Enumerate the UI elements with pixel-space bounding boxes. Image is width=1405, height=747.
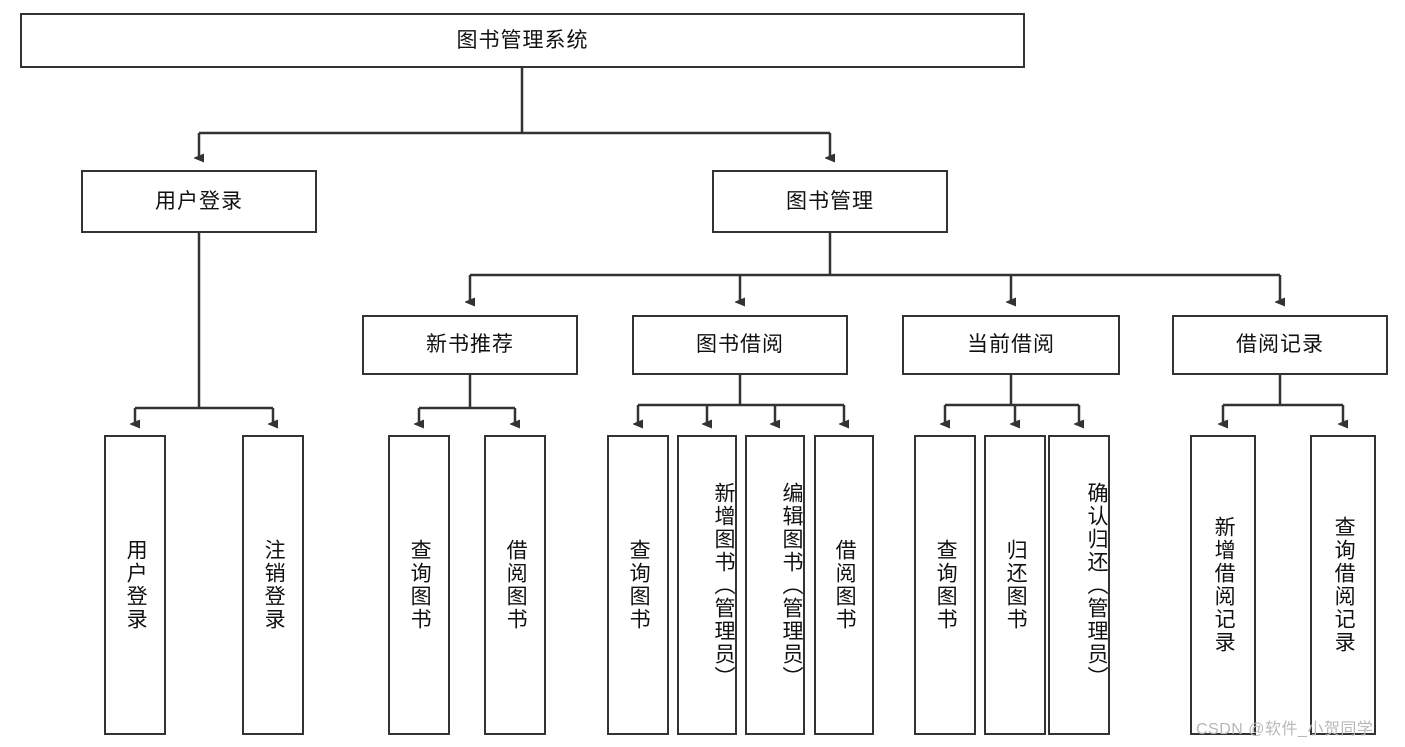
node-level1-book-management[interactable]: 图书管理 [712, 170, 948, 233]
node-level2-book-borrow[interactable]: 图书借阅 [632, 315, 848, 375]
node-leaf-query-book-borrow[interactable]: 查询图书 [607, 435, 669, 735]
node-leaf-query-borrow-record[interactable]: 查询借阅记录 [1310, 435, 1376, 735]
node-leaf-borrow-book[interactable]: 借阅图书 [814, 435, 874, 735]
node-leaf-query-book-recommend[interactable]: 查询图书 [388, 435, 450, 735]
node-leaf-add-book-admin[interactable]: 新增图书（管理员） [677, 435, 737, 735]
node-leaf-query-book-current[interactable]: 查询图书 [914, 435, 976, 735]
node-leaf-return-book[interactable]: 归还图书 [984, 435, 1046, 735]
node-root[interactable]: 图书管理系统 [20, 13, 1025, 68]
node-level2-current-borrow[interactable]: 当前借阅 [902, 315, 1120, 375]
node-leaf-borrow-book-recommend[interactable]: 借阅图书 [484, 435, 546, 735]
node-level2-borrow-record[interactable]: 借阅记录 [1172, 315, 1388, 375]
node-level2-new-book-recommend[interactable]: 新书推荐 [362, 315, 578, 375]
node-leaf-user-login[interactable]: 用户登录 [104, 435, 166, 735]
node-leaf-logout[interactable]: 注销登录 [242, 435, 304, 735]
node-leaf-add-borrow-record[interactable]: 新增借阅记录 [1190, 435, 1256, 735]
node-leaf-edit-book-admin[interactable]: 编辑图书（管理员） [745, 435, 805, 735]
csdn-watermark: CSDN @软件_小贺同学 [1196, 721, 1374, 738]
node-level1-user-login[interactable]: 用户登录 [81, 170, 317, 233]
node-leaf-confirm-return-admin[interactable]: 确认归还（管理员） [1048, 435, 1110, 735]
